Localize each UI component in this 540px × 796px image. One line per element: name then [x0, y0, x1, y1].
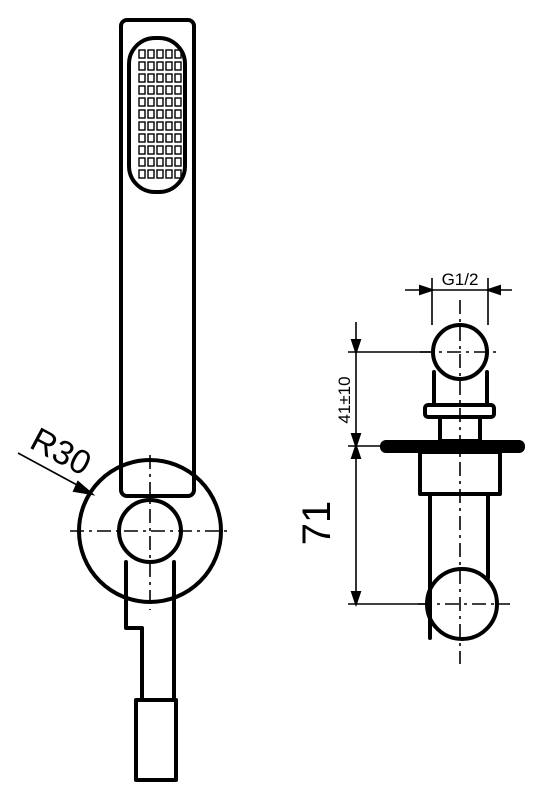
- spray-nozzle: [147, 133, 155, 143]
- spray-nozzle: [156, 121, 164, 131]
- spray-nozzle: [138, 157, 146, 167]
- spray-nozzle: [147, 61, 155, 71]
- spray-nozzle: [156, 97, 164, 107]
- spray-nozzle-grid: [138, 49, 182, 179]
- spray-nozzle: [156, 145, 164, 155]
- thread-size-label: G1/2: [442, 270, 479, 289]
- spray-nozzle: [165, 169, 173, 179]
- spray-nozzle: [174, 169, 182, 179]
- spray-nozzle: [174, 109, 182, 119]
- spray-nozzle: [147, 85, 155, 95]
- spray-nozzle: [147, 73, 155, 83]
- hose-connector: [134, 698, 178, 782]
- spray-nozzle: [174, 145, 182, 155]
- spray-nozzle: [147, 157, 155, 167]
- spray-nozzle: [147, 97, 155, 107]
- spray-nozzle: [156, 157, 164, 167]
- spray-nozzle: [174, 97, 182, 107]
- wall-outlet-side-view: [380, 300, 525, 664]
- spray-nozzle: [156, 85, 164, 95]
- spray-nozzle: [138, 49, 146, 59]
- bracket-stem: [124, 560, 176, 702]
- spray-nozzle: [174, 133, 182, 143]
- height-tolerance-label: 41±10: [335, 376, 354, 423]
- spray-nozzle: [147, 109, 155, 119]
- tolerance-arrow-bottom: [350, 433, 362, 450]
- spray-nozzle: [156, 109, 164, 119]
- spray-nozzle: [165, 145, 173, 155]
- spray-nozzle: [156, 73, 164, 83]
- dimension-annotations: G1/2 41±10 71: [295, 270, 512, 608]
- spray-nozzle: [165, 97, 173, 107]
- spray-nozzle: [165, 121, 173, 131]
- spray-head-outline: [127, 36, 187, 194]
- spray-nozzle: [174, 49, 182, 59]
- shower-handle-outline: [119, 18, 196, 498]
- spray-nozzle: [165, 157, 173, 167]
- spray-nozzle: [174, 73, 182, 83]
- spray-nozzle: [174, 85, 182, 95]
- spray-nozzle: [156, 49, 164, 59]
- spray-nozzle: [165, 133, 173, 143]
- spray-nozzle: [147, 49, 155, 59]
- height-arrow-bottom: [350, 591, 362, 608]
- spray-nozzle: [147, 145, 155, 155]
- spray-nozzle: [138, 85, 146, 95]
- spray-nozzle: [138, 73, 146, 83]
- spray-nozzle: [156, 169, 164, 179]
- tolerance-arrow-top: [350, 339, 362, 356]
- spray-nozzle: [174, 121, 182, 131]
- height-label: 71: [295, 501, 339, 546]
- spray-nozzle: [147, 169, 155, 179]
- spray-nozzle: [156, 133, 164, 143]
- spray-nozzle: [165, 49, 173, 59]
- radius-label: R30: [24, 421, 97, 484]
- thread-arrow-left: [419, 284, 436, 296]
- spray-nozzle: [138, 109, 146, 119]
- spray-nozzle: [138, 169, 146, 179]
- spray-nozzle: [165, 73, 173, 83]
- spray-nozzle: [165, 85, 173, 95]
- spray-nozzle: [165, 109, 173, 119]
- spray-nozzle: [138, 97, 146, 107]
- spray-nozzle: [147, 121, 155, 131]
- spray-nozzle: [138, 145, 146, 155]
- hand-shower-front-view: R30: [17, 18, 230, 782]
- spray-nozzle: [138, 133, 146, 143]
- spray-nozzle: [156, 61, 164, 71]
- spray-nozzle: [138, 121, 146, 131]
- spray-nozzle: [174, 61, 182, 71]
- thread-arrow-right: [484, 284, 501, 296]
- height-arrow-top: [350, 442, 362, 459]
- spray-nozzle: [138, 61, 146, 71]
- spray-nozzle: [165, 61, 173, 71]
- radius-leader-arrow: [72, 480, 96, 496]
- spray-nozzle: [174, 157, 182, 167]
